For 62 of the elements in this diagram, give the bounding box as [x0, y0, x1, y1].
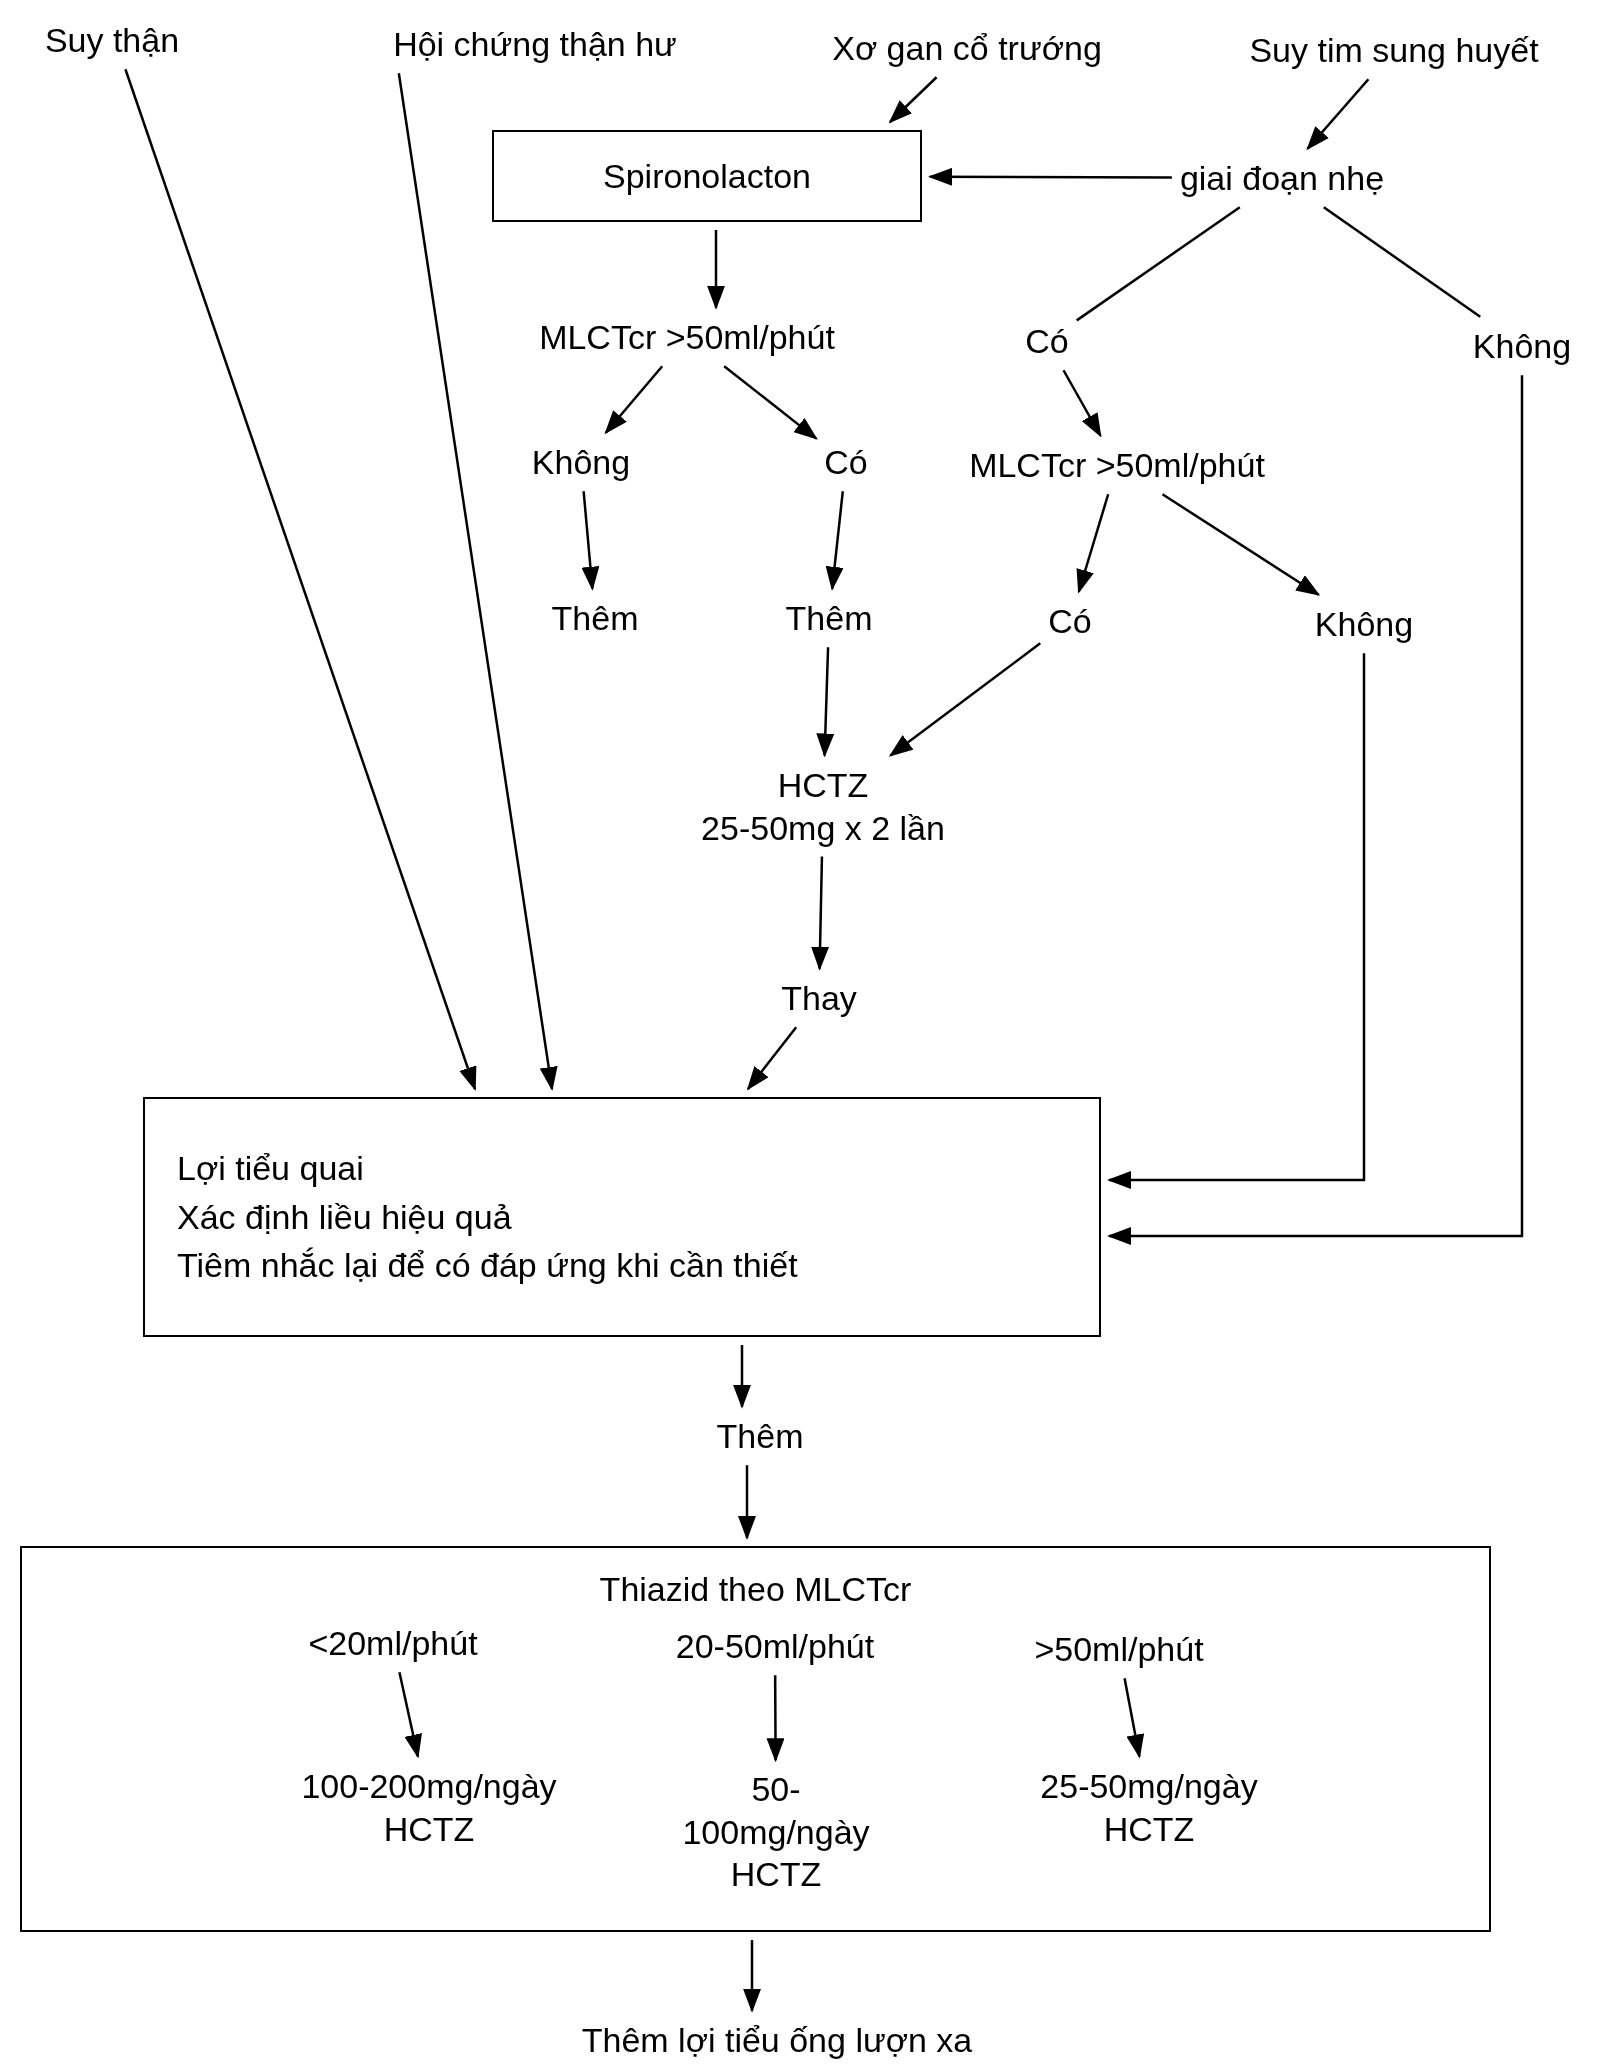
flow-text: 25-50mg/ngày	[1040, 1765, 1258, 1807]
flow-text: Có	[1025, 319, 1069, 363]
process-box	[143, 1097, 1101, 1337]
flow-text: MLCTcr >50ml/phút	[539, 315, 835, 359]
arrow	[581, 491, 600, 591]
arrow	[733, 1345, 751, 1409]
arrow	[743, 1940, 761, 2013]
arrow	[1076, 493, 1110, 594]
arrow	[888, 76, 938, 124]
flow-text: 100-200mg/ngày	[301, 1765, 557, 1807]
flow-text: HCTZ	[777, 764, 869, 806]
flow-text: HCTZ	[383, 1808, 475, 1849]
flow-text: MLCTcr >50ml/phút	[969, 443, 1265, 487]
flow-text: >50ml/phút	[1034, 1627, 1204, 1671]
process-box	[492, 130, 922, 222]
arrow	[1306, 78, 1370, 151]
arrow	[1107, 375, 1524, 1245]
arrow	[825, 491, 845, 591]
flow-text: Thêm	[551, 596, 639, 640]
box-text: Spironolacton	[603, 155, 811, 197]
flow-text: Có	[824, 440, 868, 484]
arrow	[888, 642, 1041, 757]
process-box	[20, 1546, 1491, 1932]
arrow	[397, 73, 558, 1091]
arrow	[604, 365, 664, 435]
arrow	[738, 1465, 756, 1540]
flow-text: Suy thận	[44, 18, 180, 62]
flow-text: Có	[1048, 599, 1092, 643]
arrow	[928, 167, 1172, 186]
flow-text: Không	[1314, 602, 1414, 646]
arrow	[723, 365, 818, 440]
flow-text: HCTZ	[730, 1854, 822, 1896]
arrow	[707, 230, 725, 310]
arrow	[398, 1672, 422, 1759]
arrow	[1161, 493, 1321, 596]
flow-text: Thêm lợi tiểu ống lượn xa	[581, 2018, 973, 2062]
box-text: Xác định liều hiệu quả	[177, 1196, 512, 1238]
arrow	[124, 68, 477, 1091]
flow-text: Thay	[781, 976, 857, 1020]
flow-text: Suy tim sung huyết	[1249, 28, 1539, 72]
arrow	[816, 647, 835, 758]
box-text: Thiazid theo MLCTcr	[599, 1569, 912, 1610]
arrow	[811, 856, 830, 971]
flow-text: Hội chứng thận hư	[393, 22, 677, 66]
flow-text: HCTZ	[1103, 1808, 1195, 1849]
flow-text: Xơ gan cổ trướng	[832, 26, 1102, 70]
flow-text: Không	[1472, 324, 1572, 368]
flow-text: 20-50ml/phút	[675, 1624, 875, 1668]
arrow	[746, 1026, 798, 1091]
flow-text: Thêm	[785, 596, 873, 640]
arrow	[766, 1675, 785, 1763]
flow-text: Không	[531, 440, 631, 484]
flow-text: giai đoạn nhẹ	[1179, 156, 1385, 200]
flow-text: Thêm	[716, 1414, 804, 1458]
arrow	[1107, 653, 1366, 1189]
flow-text: <20ml/phút	[308, 1621, 478, 1665]
box-text: Tiêm nhắc lại để có đáp ứng khi cần thiết	[177, 1245, 798, 1287]
arrow	[1062, 369, 1102, 438]
arrow	[1123, 1678, 1145, 1759]
flow-text: 50-100mg/ngày	[681, 1769, 871, 1853]
box-text: Lợi tiểu quai	[177, 1148, 364, 1190]
flow-text: 25-50mg x 2 lần	[701, 807, 945, 849]
